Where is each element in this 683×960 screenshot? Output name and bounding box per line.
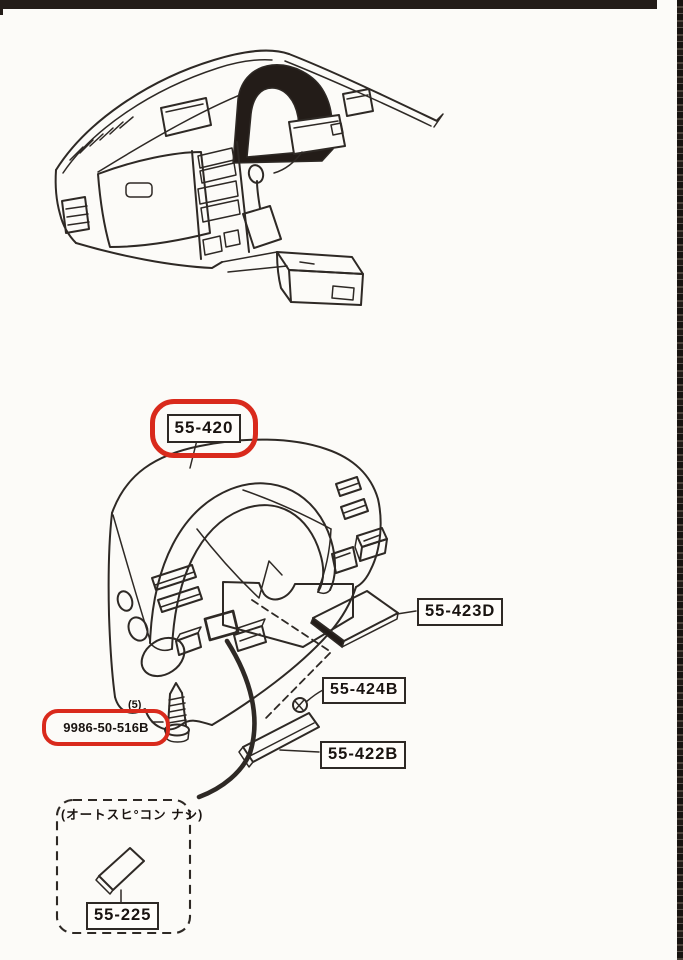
left-vent-slots — [151, 564, 203, 613]
part-label-9986-50-516B: 9986-50-516B — [63, 720, 149, 735]
part-label-55-422B: 55-422B — [320, 741, 407, 769]
leader-line-55-423D — [396, 610, 417, 615]
dashed-projection-lines — [251, 599, 332, 719]
highlight-ring-55-420: 55-420 — [150, 399, 258, 458]
scan-artifact-top-bar — [0, 0, 657, 9]
right-vent — [330, 88, 374, 136]
clip-figure — [292, 689, 324, 713]
part-label-55-424B: 55-424B — [322, 677, 407, 705]
garnish-panel-figure — [310, 590, 417, 649]
lower-center-vent — [233, 618, 267, 652]
dashboard-overview-figure — [54, 49, 444, 306]
blank-panel-figure — [95, 847, 145, 903]
scan-artifact-corner-tick — [0, 0, 3, 15]
switch-blank-opening — [203, 609, 240, 642]
console-armrest — [221, 251, 364, 306]
glove-box — [97, 151, 211, 248]
pointer-arrow — [196, 638, 257, 800]
part-label-55-420: 55-420 — [166, 414, 242, 443]
variant-note-box — [55, 798, 192, 935]
screw-quantity-note: (5) — [128, 699, 142, 711]
variant-note-caption: (オートスヒ°コン ナシ) — [61, 808, 204, 822]
meter-hood-figure — [107, 438, 388, 731]
gear-shifter — [242, 164, 282, 249]
top-tray-opening — [160, 97, 212, 137]
leader-line-55-424B — [305, 689, 324, 703]
lower-left-vent — [175, 626, 202, 656]
gauge-holes — [116, 590, 186, 678]
leader-line-55-422B — [279, 749, 320, 753]
scan-artifact-right-edge — [677, 0, 683, 960]
right-vent-slots — [331, 476, 388, 574]
defroster-hatch-lines — [69, 116, 134, 161]
side-vent — [61, 196, 90, 234]
center-stack — [191, 141, 250, 260]
part-label-55-423D: 55-423D — [417, 598, 504, 626]
highlight-oval-9986-50-516B: 9986-50-516B — [42, 709, 170, 746]
part-label-55-225: 55-225 — [86, 902, 160, 930]
cluster-opening — [222, 581, 354, 648]
